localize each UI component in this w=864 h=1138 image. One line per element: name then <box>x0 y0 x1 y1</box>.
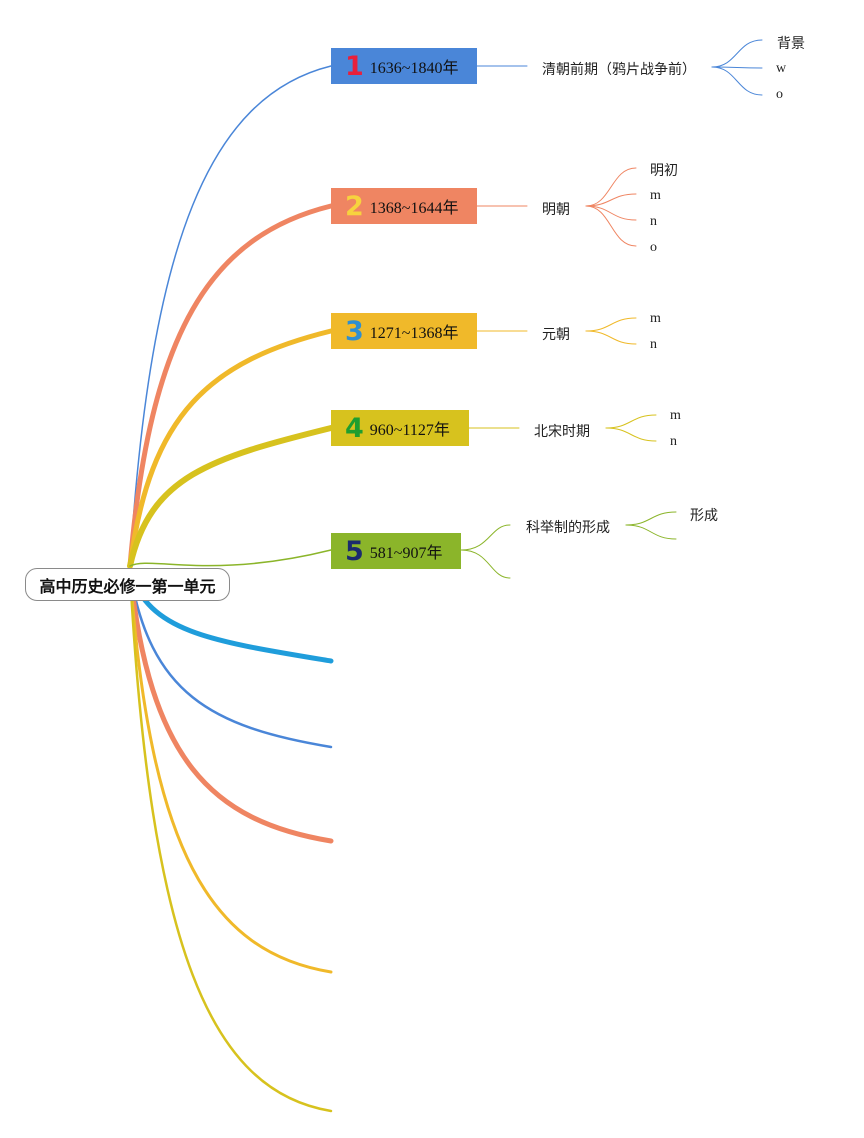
subtopic-leaf-link <box>585 205 637 247</box>
topic-node-2[interactable]: 2 1368~1644年 <box>331 188 477 224</box>
topic-subtopic-link <box>460 549 511 579</box>
subtopic-node-3[interactable]: 元朝 <box>542 327 570 343</box>
subtopic-leaf-link <box>605 427 657 442</box>
subtopic-leaf-link <box>625 524 677 540</box>
topic-subtopic-link <box>460 524 511 551</box>
subtopic-node-4[interactable]: 北宋时期 <box>534 424 590 440</box>
leaf-node[interactable]: o <box>776 87 783 102</box>
branch-to-topic-2 <box>127 203 334 569</box>
topic-node-5[interactable]: 5 581~907年 <box>331 533 461 569</box>
topic-label: 1636~1840年 <box>369 60 459 77</box>
subtopic-node-1[interactable]: 清朝前期（鸦片战争前） <box>542 62 696 78</box>
subtopic-node-5[interactable]: 科举制的形成 <box>526 520 610 536</box>
topic-node-4[interactable]: 4 960~1127年 <box>331 410 469 446</box>
leaf-node[interactable]: n <box>670 434 677 449</box>
topic-label: 960~1127年 <box>369 422 450 439</box>
subtopic-leaf-link <box>711 66 763 96</box>
topic-label: 1271~1368年 <box>369 325 459 342</box>
branch-to-topic-1 <box>129 65 332 567</box>
leaf-node[interactable]: n <box>650 214 657 229</box>
subtopic-leaf-link <box>711 39 763 68</box>
empty-branch <box>127 569 334 844</box>
leaf-node[interactable]: 形成 <box>690 508 718 524</box>
leaf-node[interactable]: m <box>650 188 661 203</box>
root-node[interactable]: 高中历史必修一第一单元 <box>25 568 230 601</box>
leaf-node[interactable]: m <box>650 311 661 326</box>
topic-number-2: 2 <box>345 190 364 222</box>
empty-branch <box>128 570 333 1113</box>
topic-number-4: 4 <box>345 412 364 444</box>
topic-label: 1368~1644年 <box>369 200 459 217</box>
subtopic-leaf-link <box>585 205 637 221</box>
subtopic-leaf-link <box>585 167 637 207</box>
leaf-node[interactable]: 背景 <box>777 36 805 52</box>
subtopic-leaf-link <box>625 511 677 526</box>
topic-node-3[interactable]: 3 1271~1368年 <box>331 313 477 349</box>
subtopic-leaf-link <box>585 193 637 207</box>
branch-to-topic-5 <box>129 549 332 567</box>
leaf-node[interactable]: o <box>650 240 657 255</box>
topic-number-3: 3 <box>345 315 364 347</box>
leaf-node[interactable]: n <box>650 337 657 352</box>
topic-number-5: 5 <box>345 535 364 567</box>
topic-node-1[interactable]: 1 1636~1840年 <box>331 48 477 84</box>
branch-to-topic-3 <box>127 328 334 569</box>
leaf-node[interactable]: 明初 <box>650 163 678 179</box>
leaf-node[interactable]: w <box>776 61 787 76</box>
topic-number-1: 1 <box>345 50 364 82</box>
subtopic-node-2[interactable]: 明朝 <box>542 202 570 218</box>
branch-to-topic-4 <box>127 425 334 569</box>
subtopic-leaf-link <box>605 414 657 429</box>
topic-label: 581~907年 <box>369 545 443 562</box>
subtopic-leaf-link <box>585 317 637 332</box>
empty-branch <box>128 570 333 749</box>
subtopic-leaf-link <box>585 330 637 345</box>
empty-branch <box>128 570 333 974</box>
leaf-node[interactable]: m <box>670 408 681 423</box>
